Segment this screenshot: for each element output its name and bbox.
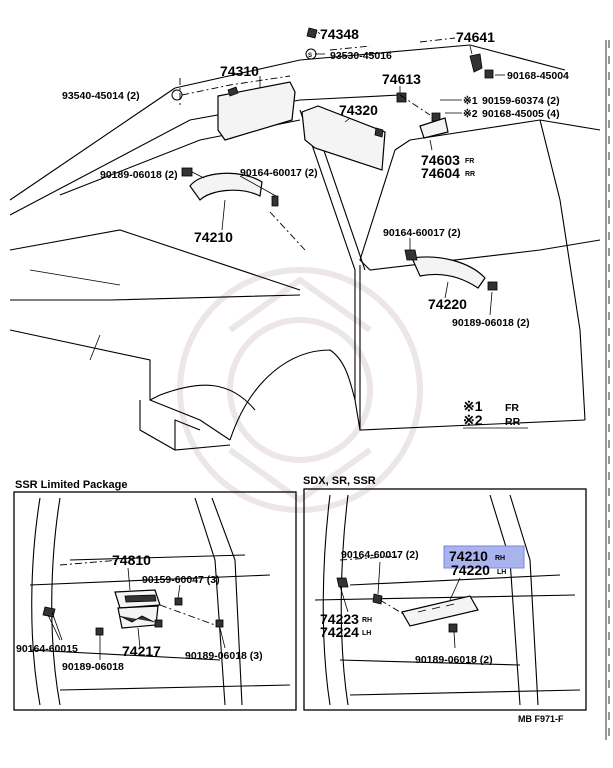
label-90159-60374: 90159-60374 (2) (482, 95, 560, 107)
panel-right-label-74223: 74223 (320, 611, 359, 627)
panel-left-frame (13, 491, 297, 711)
panel-right-tag-lh-1: LH (497, 569, 506, 576)
label-74604: 74604 (421, 165, 460, 181)
label-90189-06018-right: 90189-06018 (2) (452, 317, 530, 329)
panel-right-title: SDX, SR, SSR (303, 475, 376, 487)
panel-left-title: SSR Limited Package (15, 479, 128, 491)
label-74641: 74641 (456, 29, 495, 45)
legend-2-text: RR (505, 416, 521, 428)
label-90168-45004: 90168-45004 (507, 70, 569, 82)
watermark-emblem (177, 267, 423, 513)
sun-visor-74310 (217, 81, 296, 141)
panel-right-label-90164-60017: 90164-60017 (2) (341, 549, 419, 561)
page-edge-ticks (605, 40, 610, 740)
cab-outline (9, 44, 601, 451)
panel-right-label-74210: 74210 (449, 548, 488, 564)
label-90164-60017-top: 90164-60017 (2) (240, 167, 318, 179)
panel-right-label-74220: 74220 (451, 562, 490, 578)
coat-hook-74641 (469, 53, 494, 79)
panel-right-label-90189-06018: 90189-06018 (2) (415, 654, 493, 666)
legend-2-mark: ※2 (463, 412, 483, 428)
label-90164-60017-right: 90164-60017 (2) (383, 227, 461, 239)
panel-left-label-90164-60015: 90164-60015 (16, 643, 78, 655)
label-74210: 74210 (194, 229, 233, 245)
visor-holder-74348: S (305, 27, 318, 60)
svg-text:S: S (308, 53, 312, 59)
panel-left-label-74810: 74810 (112, 552, 151, 568)
panel-left-label-90159-60047: 90159-60047 (3) (142, 574, 220, 586)
panel-right-drawing (314, 494, 581, 706)
label-74603: 74603 (421, 152, 460, 168)
label-74613: 74613 (382, 71, 421, 87)
tag-fr: FR (465, 158, 474, 165)
leader-lines (179, 31, 505, 316)
legend-1-mark: ※1 (463, 398, 483, 414)
panel-right-tag-rh-1: RH (495, 555, 505, 562)
mark-2-inline: ※2 (463, 108, 478, 120)
panel-right-tag-rh-2: RH (362, 617, 372, 624)
label-74220: 74220 (428, 296, 467, 312)
roof-rail-74603 (419, 117, 449, 139)
panel-right-frame (303, 488, 587, 711)
label-90168-45005: 90168-45005 (4) (482, 108, 560, 120)
panel-right-label-74224: 74224 (320, 624, 359, 640)
panel-left-drawing (29, 497, 291, 706)
highlight-box (443, 545, 525, 569)
mark-1-inline: ※1 (463, 95, 478, 107)
legend-1-text: FR (505, 402, 519, 414)
label-74310: 74310 (220, 63, 259, 79)
label-90189-06018-top: 90189-06018 (2) (100, 169, 178, 181)
label-93540-45014: 93540-45014 (2) (62, 90, 140, 102)
sun-visor-74320 (301, 105, 386, 171)
assist-grip-74220 (404, 249, 498, 291)
panel-left-label-90189-06018-b: 90189-06018 (3) (185, 650, 263, 662)
panel-left-label-74217: 74217 (122, 643, 161, 659)
tag-rr: RR (465, 171, 475, 178)
panel-left-label-90189-06018-a: 90189-06018 (62, 661, 124, 673)
legend: ※1 FR ※2 RR (463, 398, 528, 429)
figure-code: MB F971-F (518, 714, 564, 724)
label-93530-45016: 93530-45016 (330, 50, 392, 62)
label-74348: 74348 (320, 26, 359, 42)
label-74320: 74320 (339, 102, 378, 118)
panel-right-tag-lh-2: LH (362, 630, 371, 637)
